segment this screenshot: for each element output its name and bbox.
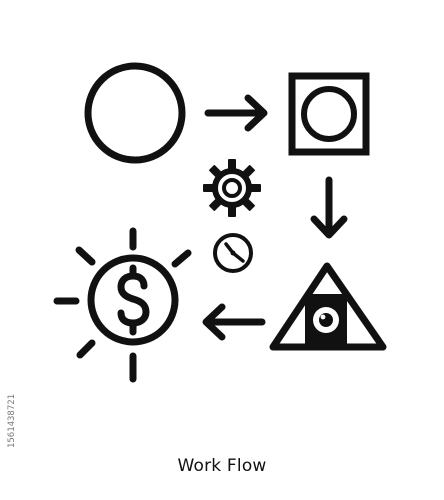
square-circle-icon: [288, 72, 370, 156]
gear-icon: [203, 159, 261, 217]
dollar-sun-icon: [53, 227, 192, 383]
triangle-eye-icon: [269, 262, 387, 351]
arrow-right-icon: [204, 94, 268, 132]
arrow-left-icon: [202, 303, 266, 341]
image-id-text: 1561438721: [6, 382, 18, 462]
arrow-down-icon: [310, 176, 348, 239]
image-id-label: 1561438721: [7, 393, 17, 449]
clock-icon: [213, 233, 253, 273]
circle-icon: [84, 62, 186, 164]
caption-title: Work Flow: [177, 456, 267, 476]
